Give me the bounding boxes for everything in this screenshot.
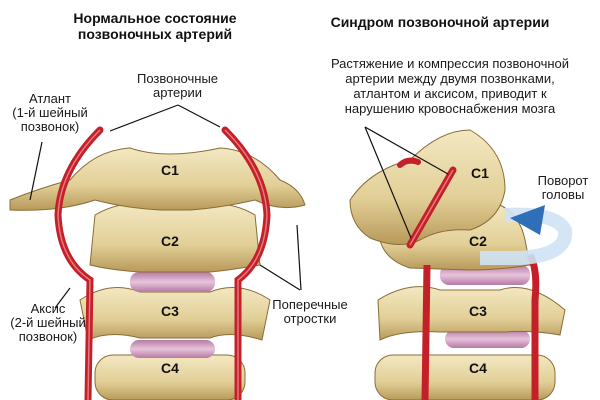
label-line: Позвоночные bbox=[136, 71, 219, 86]
label-line: Аксис bbox=[30, 301, 66, 316]
vertebra-label-c3: C3 bbox=[469, 303, 487, 319]
label-transverse-processes: Поперечные отростки bbox=[270, 298, 350, 326]
left-title-line2: позвоночных артерий bbox=[77, 26, 233, 42]
label-line: артерии bbox=[153, 85, 202, 100]
vertebra-c3 bbox=[79, 287, 271, 341]
label-line: Атлант bbox=[28, 91, 71, 106]
label-head-rotation: Поворот головы bbox=[528, 174, 598, 202]
left-panel-title: Нормальное состояние позвоночных артерий bbox=[60, 10, 250, 42]
label-line: головы bbox=[541, 187, 585, 202]
vertebra-c1-atlas bbox=[9, 147, 306, 211]
description-line: атлантом и аксисом, приводит к bbox=[353, 86, 547, 101]
label-line: Поперечные bbox=[272, 297, 348, 312]
description-line: артерии между двумя позвонками, bbox=[345, 71, 555, 86]
label-line: отростки bbox=[283, 311, 337, 326]
vertebra-label-c4: C4 bbox=[469, 360, 487, 376]
description-line: нарушению кровоснабжения мозга bbox=[344, 101, 556, 116]
label-line: (1-й шейный bbox=[12, 105, 88, 120]
label-line: (2-й шейный bbox=[10, 315, 86, 330]
rotation-arrow-head bbox=[510, 205, 545, 235]
label-line: Поворот bbox=[537, 173, 589, 188]
disc bbox=[130, 340, 215, 358]
label-vertebral-arteries: Позвоночные артерии bbox=[130, 72, 225, 100]
rotated-spine bbox=[349, 126, 573, 400]
right-panel-title: Синдром позвоночной артерии bbox=[330, 14, 550, 30]
vertebra-label-c2: C2 bbox=[469, 233, 487, 249]
vertebra-label-c4: C4 bbox=[161, 360, 179, 376]
vertebra-label-c1: C1 bbox=[161, 162, 179, 178]
left-title-line1: Нормальное состояние bbox=[73, 10, 237, 26]
vertebra-label-c1: C1 bbox=[471, 165, 489, 181]
label-line: позвонок) bbox=[20, 119, 80, 134]
vertebra-label-c2: C2 bbox=[161, 233, 179, 249]
normal-spine bbox=[9, 104, 306, 400]
vertebra-label-c3: C3 bbox=[161, 303, 179, 319]
label-atlas: Атлант (1-й шейный позвонок) bbox=[5, 92, 95, 134]
label-axis: Аксис (2-й шейный позвонок) bbox=[2, 302, 94, 344]
syndrome-description: Растяжение и компрессия позвоночной арте… bbox=[305, 56, 595, 116]
description-line: Растяжение и компрессия позвоночной bbox=[330, 56, 570, 71]
disc bbox=[130, 272, 215, 292]
label-line: позвонок) bbox=[18, 329, 78, 344]
